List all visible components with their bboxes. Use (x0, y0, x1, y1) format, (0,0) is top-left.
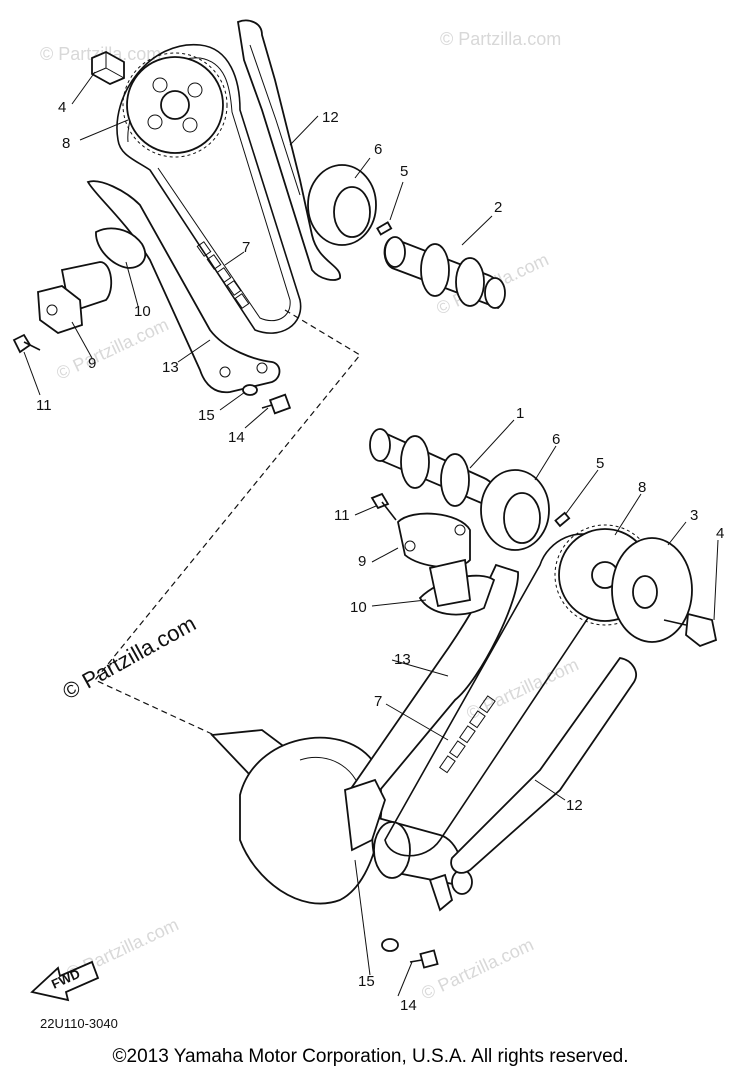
callout-upper-9: 9 (88, 355, 96, 372)
lower-assembly (210, 428, 718, 969)
callout-lower-15: 15 (358, 973, 375, 990)
callout-lower-13: 13 (394, 651, 411, 668)
dowel-pin-upper (376, 221, 393, 236)
callout-upper-11: 11 (36, 397, 52, 414)
crankshaft (210, 729, 473, 905)
bolt-lower-14 (409, 949, 439, 969)
callout-lower-14: 14 (400, 997, 417, 1014)
watermark-text: © Partzilla.com (440, 29, 561, 49)
callout-lower-11: 11 (334, 507, 350, 524)
upper-assembly (12, 19, 506, 415)
callout-upper-7: 7 (242, 239, 250, 256)
bolt-lower-11 (370, 492, 397, 521)
fwd-arrow-icon: FWD (30, 960, 100, 1002)
callout-lower-8: 8 (638, 479, 646, 496)
callouts-lower: 1 6 5 8 3 4 11 9 10 13 7 12 15 14 (334, 405, 724, 1014)
cam-plate-upper (307, 164, 377, 246)
chain-links-upper (196, 241, 250, 309)
callout-lower-7: 7 (374, 693, 382, 710)
leader-lines (23, 71, 719, 997)
callouts-upper: 4 8 12 6 5 2 7 10 9 13 11 15 14 (36, 99, 502, 446)
callout-lower-5: 5 (596, 455, 604, 472)
callout-lower-6: 6 (552, 431, 560, 448)
bolt-upper-11 (12, 333, 41, 354)
bolt-lower-4 (663, 612, 718, 648)
chain-links-lower (439, 695, 496, 774)
dowel-pin-lower (554, 511, 571, 528)
copyright-notice: ©2013 Yamaha Motor Corporation, U.S.A. A… (112, 1046, 629, 1067)
callout-upper-2: 2 (494, 199, 502, 216)
tensioner-lower (397, 512, 471, 569)
cam-chain-upper (116, 44, 302, 334)
watermark-main: © Partzilla.com (58, 611, 200, 705)
diagram-code: 22U110-3040 (40, 1016, 118, 1031)
callout-upper-13: 13 (162, 359, 179, 376)
reference-line (94, 309, 361, 741)
gasket-upper (95, 227, 147, 269)
watermark-text: © Partzilla.com (418, 934, 536, 1003)
callout-lower-1: 1 (516, 405, 524, 422)
camshaft-lower (369, 428, 497, 507)
callout-upper-15: 15 (198, 407, 215, 424)
callout-lower-10: 10 (350, 599, 367, 616)
chain-guide-lower (450, 657, 637, 874)
washer-upper (242, 384, 258, 396)
cam-plate-lower (480, 469, 550, 551)
callout-upper-5: 5 (400, 163, 408, 180)
callout-upper-10: 10 (134, 303, 151, 320)
callout-lower-3: 3 (690, 507, 698, 524)
bolt-upper-14 (261, 393, 292, 415)
tensioner-upper (37, 261, 113, 334)
callout-upper-6: 6 (374, 141, 382, 158)
callout-upper-4: 4 (58, 99, 66, 116)
camshaft-upper (383, 236, 506, 310)
callout-lower-9: 9 (358, 553, 366, 570)
tensioner-guide-lower-pivot (344, 778, 386, 852)
gasket-lower (418, 558, 496, 616)
cam-sprocket-upper (122, 52, 228, 158)
callout-upper-12: 12 (322, 109, 339, 126)
cam-plate-3 (611, 537, 693, 643)
washer-lower (381, 938, 399, 952)
callout-upper-8: 8 (62, 135, 70, 152)
callout-upper-14: 14 (228, 429, 245, 446)
tensioner-guide-upper (86, 180, 281, 394)
callout-lower-12: 12 (566, 797, 583, 814)
callout-lower-4: 4 (716, 525, 724, 542)
